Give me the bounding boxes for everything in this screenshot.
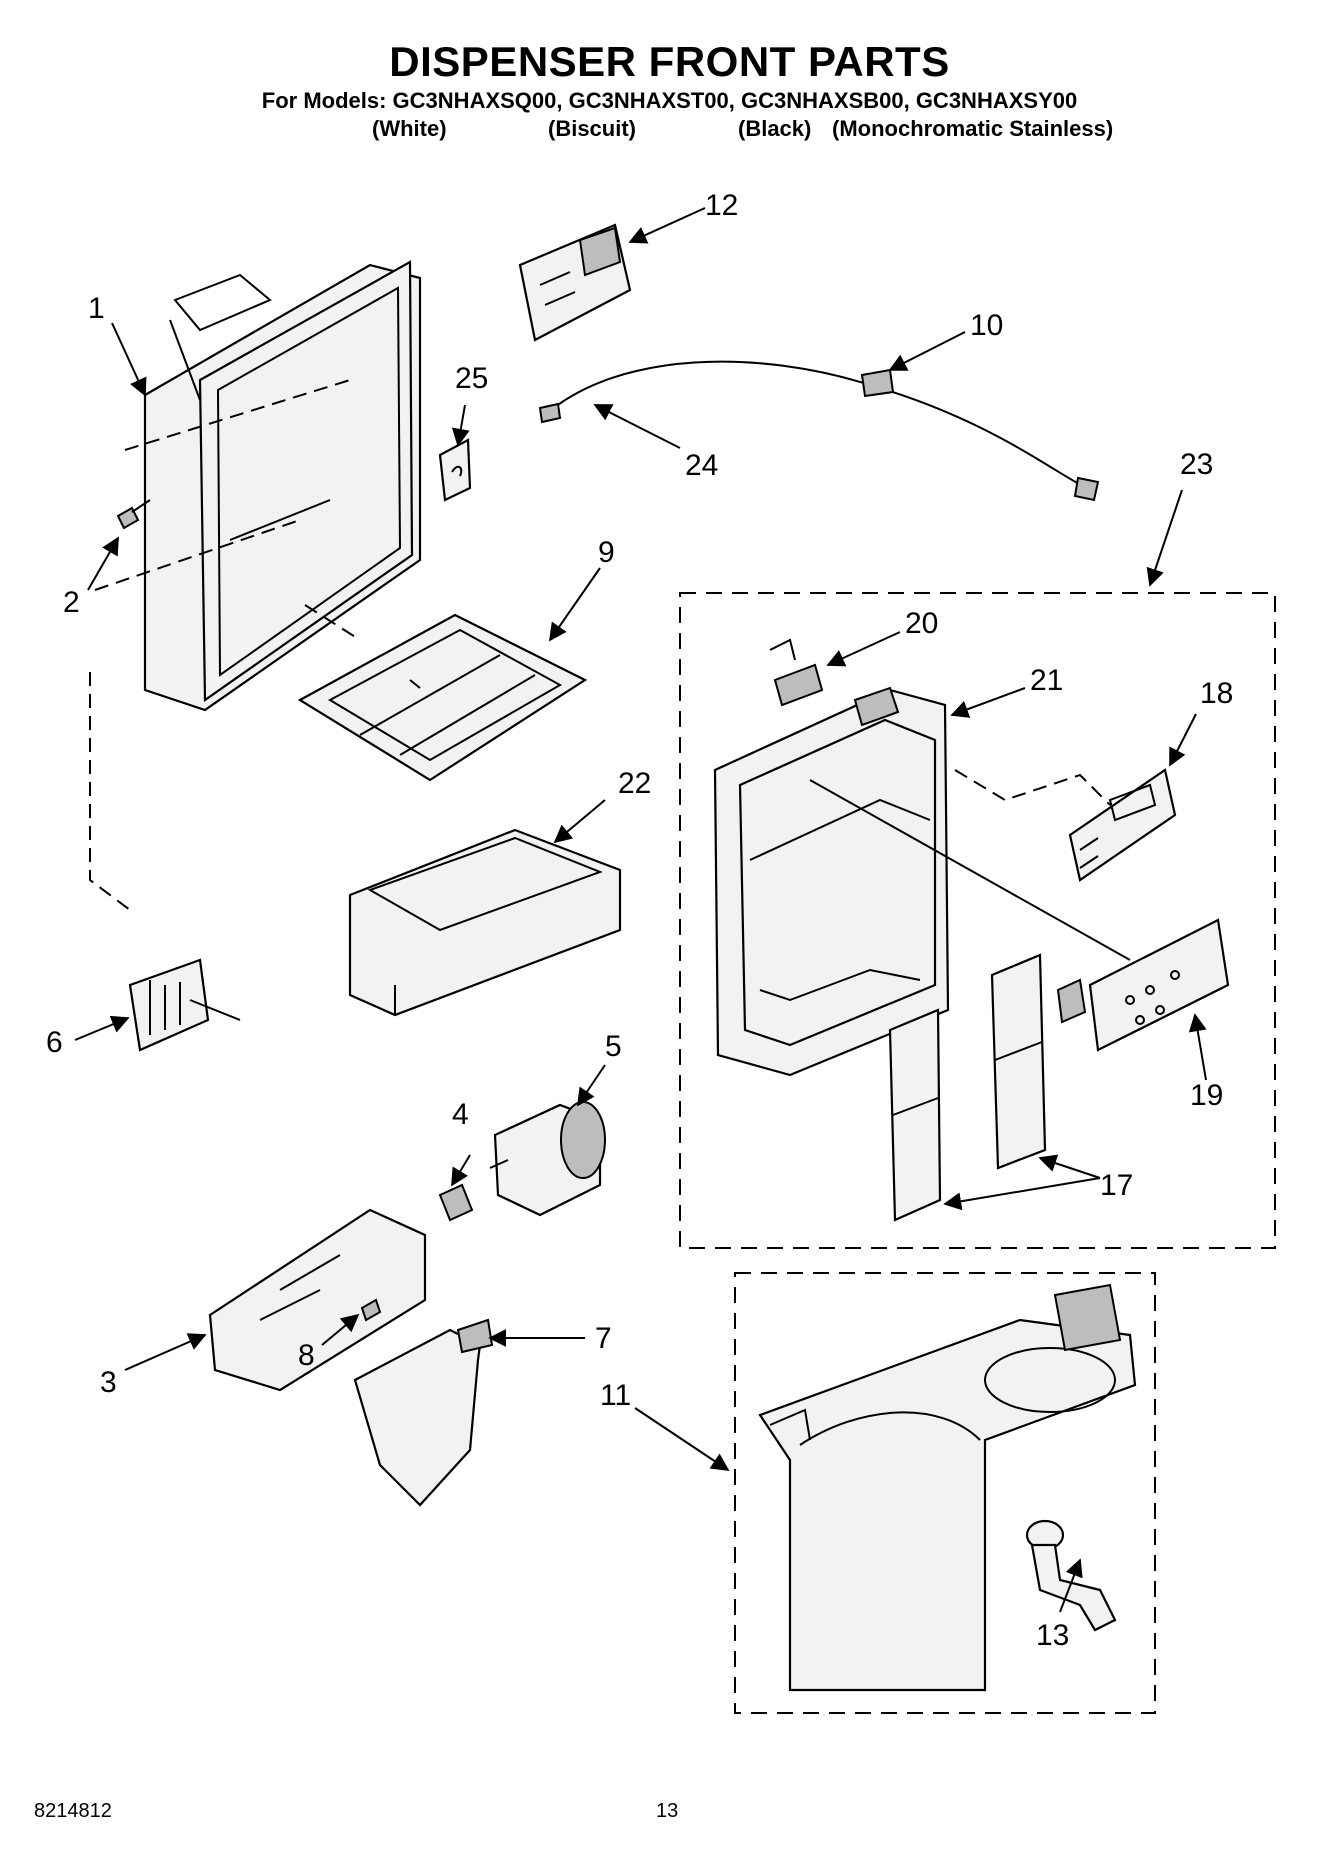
part-4-coupler	[438, 1183, 474, 1222]
part-10-24-wire-harness	[538, 360, 1100, 502]
color-biscuit: (Biscuit)	[548, 116, 636, 141]
part-13-fitting	[1025, 1519, 1117, 1632]
part-5-motor	[489, 1101, 606, 1217]
callout-9: 9	[598, 536, 615, 569]
callout-3: 3	[100, 1366, 117, 1399]
callout-4: 4	[452, 1098, 469, 1131]
callout-8: 8	[298, 1339, 315, 1372]
part-6-bracket	[128, 958, 241, 1052]
color-black: (Black)	[738, 116, 812, 141]
part-25-clip	[438, 438, 472, 502]
callout-12: 12	[705, 189, 738, 222]
callout-23: 23	[1180, 448, 1213, 481]
callout-17: 17	[1100, 1169, 1133, 1202]
callout-1: 1	[88, 292, 105, 325]
part-8-screw	[360, 1298, 382, 1322]
part-3-mount	[208, 1208, 427, 1392]
color-monochromatic-stainless: (Monochromatic Stainless)	[832, 116, 1114, 141]
part-9-tray	[297, 604, 588, 782]
part-22-drip-tray	[348, 828, 622, 1017]
color-white: (White)	[372, 116, 447, 141]
part-7-lever	[353, 1318, 494, 1507]
callout-22: 22	[618, 767, 651, 800]
page-title: DISPENSER FRONT PARTS	[389, 38, 950, 85]
callout-21: 21	[1030, 664, 1063, 697]
callout-leaders	[74, 207, 1207, 1613]
part-1-housing	[94, 260, 422, 712]
part-19-control-panel	[1056, 918, 1230, 1052]
assembly-23-box	[679, 592, 1276, 1249]
callout-6: 6	[46, 1026, 63, 1059]
callout-25: 25	[455, 362, 488, 395]
callout-18: 18	[1200, 677, 1233, 710]
callout-19: 19	[1190, 1079, 1223, 1112]
callout-10: 10	[970, 309, 1003, 342]
part-2-screw	[116, 499, 151, 530]
part-11-ice-chute	[758, 1283, 1137, 1692]
callout-13: 13	[1036, 1619, 1069, 1652]
part-17-paddles	[888, 953, 1047, 1222]
callout-2: 2	[63, 586, 80, 619]
part-21-dispenser-housing	[713, 686, 1131, 1077]
callout-5: 5	[605, 1030, 622, 1063]
part-18-plate	[1068, 768, 1177, 882]
callout-7: 7	[595, 1322, 612, 1355]
document-number: 8214812	[34, 1800, 112, 1822]
callout-numbers: 1 2 3 4 5 6 7 8 9 10 11 12 13 17 18 19 2…	[46, 189, 1233, 1652]
part-12-control-board	[518, 223, 632, 342]
callout-20: 20	[905, 607, 938, 640]
callout-24: 24	[685, 449, 718, 482]
part-20-switch	[769, 638, 824, 707]
assembly-11-box	[734, 1272, 1156, 1714]
models-line: For Models: GC3NHAXSQ00, GC3NHAXST00, GC…	[261, 88, 1078, 113]
callout-11: 11	[600, 1379, 631, 1412]
page-number: 13	[656, 1800, 679, 1822]
